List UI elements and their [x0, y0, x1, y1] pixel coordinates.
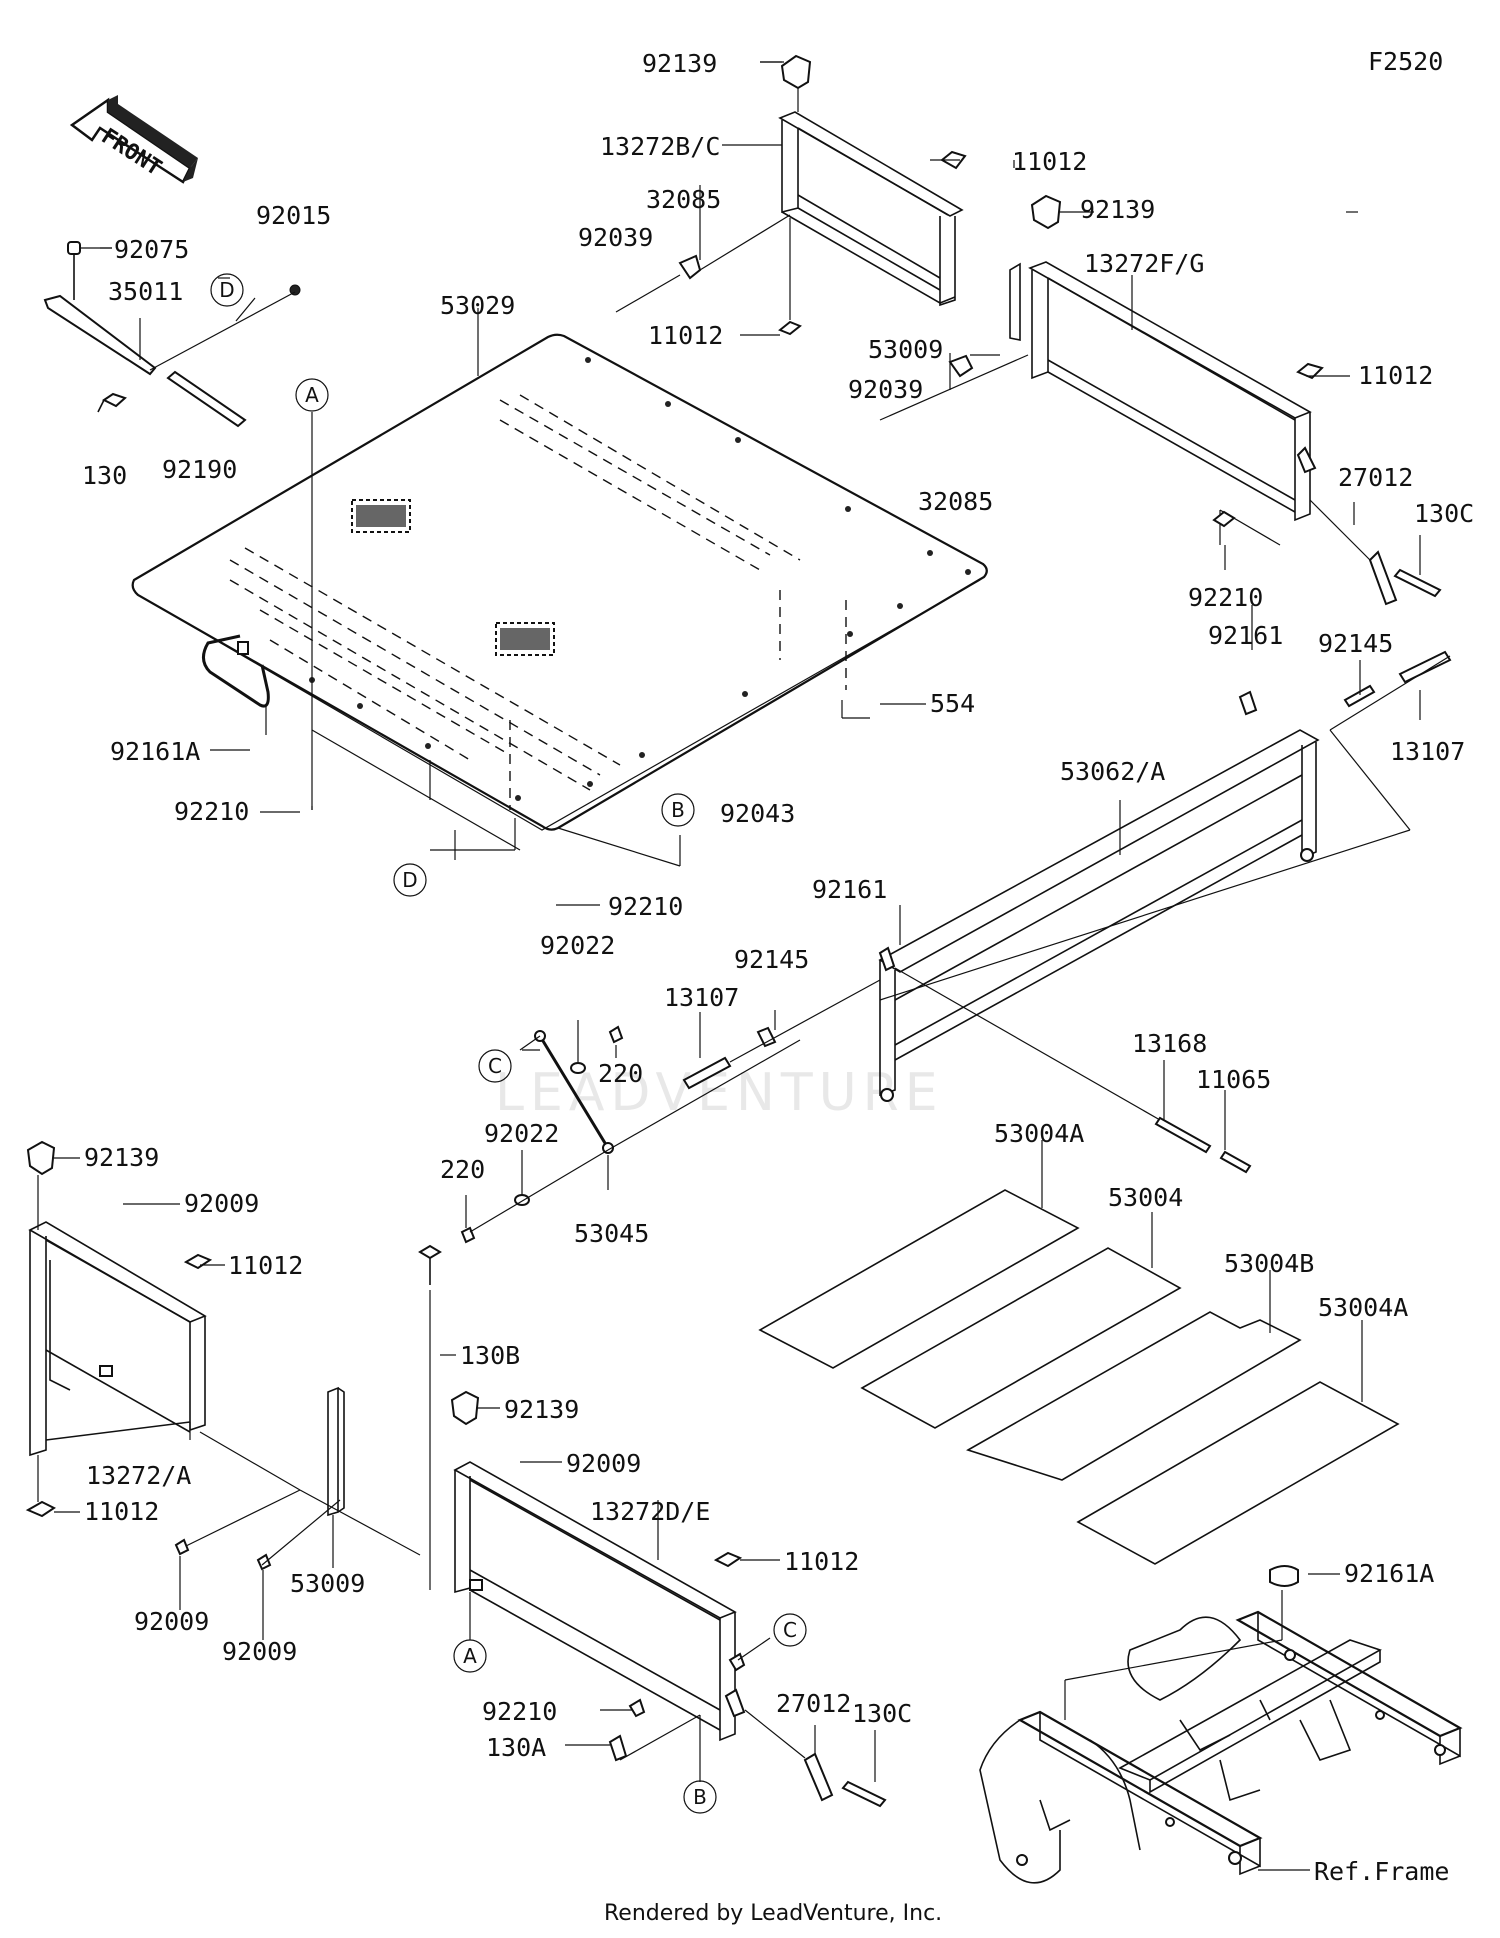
part-label: 130A [486, 1733, 546, 1762]
part-label: 220 [440, 1155, 485, 1184]
part-label: 92139 [84, 1143, 159, 1172]
part-label: 53004 [1108, 1183, 1183, 1212]
part-label: 53004A [994, 1119, 1084, 1148]
part-label: 92009 [566, 1449, 641, 1478]
part-label: 92145 [1318, 629, 1393, 658]
part-label: 92190 [162, 455, 237, 484]
part-label: 35011 [108, 277, 183, 306]
part-label: 53045 [574, 1219, 649, 1248]
part-label: 53004B [1224, 1249, 1314, 1278]
part-label: 32085 [918, 487, 993, 516]
part-label: 92210 [174, 797, 249, 826]
part-label: 13107 [1390, 737, 1465, 766]
svg-text:B: B [693, 1785, 707, 1809]
part-label: 53062/A [1060, 757, 1165, 786]
part-label: 92009 [184, 1189, 259, 1218]
svg-text:A: A [463, 1644, 477, 1668]
part-label: 92161A [1344, 1559, 1434, 1588]
part-label: 92009 [134, 1607, 209, 1636]
part-label: 92015 [256, 201, 331, 230]
anti-slip-pad-icon [351, 499, 555, 656]
part-label: 13272B/C [600, 132, 720, 161]
part-label: 27012 [776, 1689, 851, 1718]
footer-credit: Rendered by LeadVenture, Inc. [604, 1901, 942, 1926]
part-label: 92161 [1208, 621, 1283, 650]
deck-panel [131, 333, 988, 831]
callout-c-top: C [478, 1049, 512, 1083]
part-label: 92039 [848, 375, 923, 404]
part-label: 53029 [440, 291, 515, 320]
part-label: 13168 [1132, 1029, 1207, 1058]
callout-b-top: B [661, 793, 695, 827]
part-label: 92145 [734, 945, 809, 974]
part-label: 32085 [646, 185, 721, 214]
part-label: 92075 [114, 235, 189, 264]
pin-group [43, 241, 301, 428]
callout-d-bottom: D [393, 863, 427, 897]
part-label: 11012 [84, 1497, 159, 1526]
hinge-53009-bottom [174, 1386, 421, 1571]
part-label: 92139 [642, 49, 717, 78]
svg-text:A: A [305, 383, 319, 407]
part-label: 53009 [868, 335, 943, 364]
part-label: 130C [1414, 499, 1474, 528]
part-label: 11012 [784, 1547, 859, 1576]
part-label: 92210 [608, 892, 683, 921]
diagram-code: F2520 [1368, 47, 1443, 76]
support-strap [460, 1025, 801, 1244]
part-label: 92022 [540, 931, 615, 960]
reference-frame [979, 1565, 1463, 1884]
part-label: 11012 [1358, 361, 1433, 390]
side-panel-13272a [25, 1140, 301, 1518]
part-label: 11012 [228, 1251, 303, 1280]
svg-text:D: D [219, 278, 234, 302]
part-label: 92161 [812, 875, 887, 904]
callout-a-bottom: A [453, 1639, 487, 1673]
bed-mats [758, 1189, 1400, 1565]
part-label: 53004A [1318, 1293, 1408, 1322]
part-label: 27012 [1338, 463, 1413, 492]
part-label: 13272/A [86, 1461, 191, 1490]
part-label: 92139 [1080, 195, 1155, 224]
part-label: 92210 [1188, 583, 1263, 612]
side-panel-13272de [418, 1244, 887, 1808]
front-arrow-icon: FRONT [69, 95, 198, 184]
svg-text:C: C [783, 1618, 797, 1642]
part-label: 130 [82, 461, 127, 490]
part-label: 92039 [578, 223, 653, 252]
part-label: 130C [852, 1699, 912, 1728]
part-label: 13107 [664, 983, 739, 1012]
callout-a-top: A [295, 378, 329, 412]
tailgate-53062a [682, 650, 1452, 1174]
part-label: Ref.Frame [1314, 1857, 1449, 1886]
part-label: 220 [598, 1059, 643, 1088]
part-label: 92139 [504, 1395, 579, 1424]
part-label: 13272F/G [1084, 249, 1204, 278]
part-label: 130B [460, 1341, 520, 1370]
part-label: 92009 [222, 1637, 297, 1666]
side-panel-13272fg [879, 194, 1442, 606]
svg-text:D: D [402, 868, 417, 892]
side-panel-13272bc [615, 54, 967, 336]
svg-text:B: B [671, 798, 685, 822]
part-label: 92210 [482, 1697, 557, 1726]
callout-b-bottom: B [683, 1780, 717, 1814]
svg-text:C: C [488, 1054, 502, 1078]
part-label: 11012 [648, 321, 723, 350]
part-label: 53009 [290, 1569, 365, 1598]
part-label: 11065 [1196, 1065, 1271, 1094]
part-label: 92043 [720, 799, 795, 828]
callout-c-bottom: C [773, 1613, 807, 1647]
part-label: 11012 [1012, 147, 1087, 176]
part-label: 92022 [484, 1119, 559, 1148]
part-label: 92161A [110, 737, 200, 766]
part-label: 554 [930, 689, 975, 718]
callout-d-top: D [210, 273, 244, 307]
part-label: 13272D/E [590, 1497, 710, 1526]
